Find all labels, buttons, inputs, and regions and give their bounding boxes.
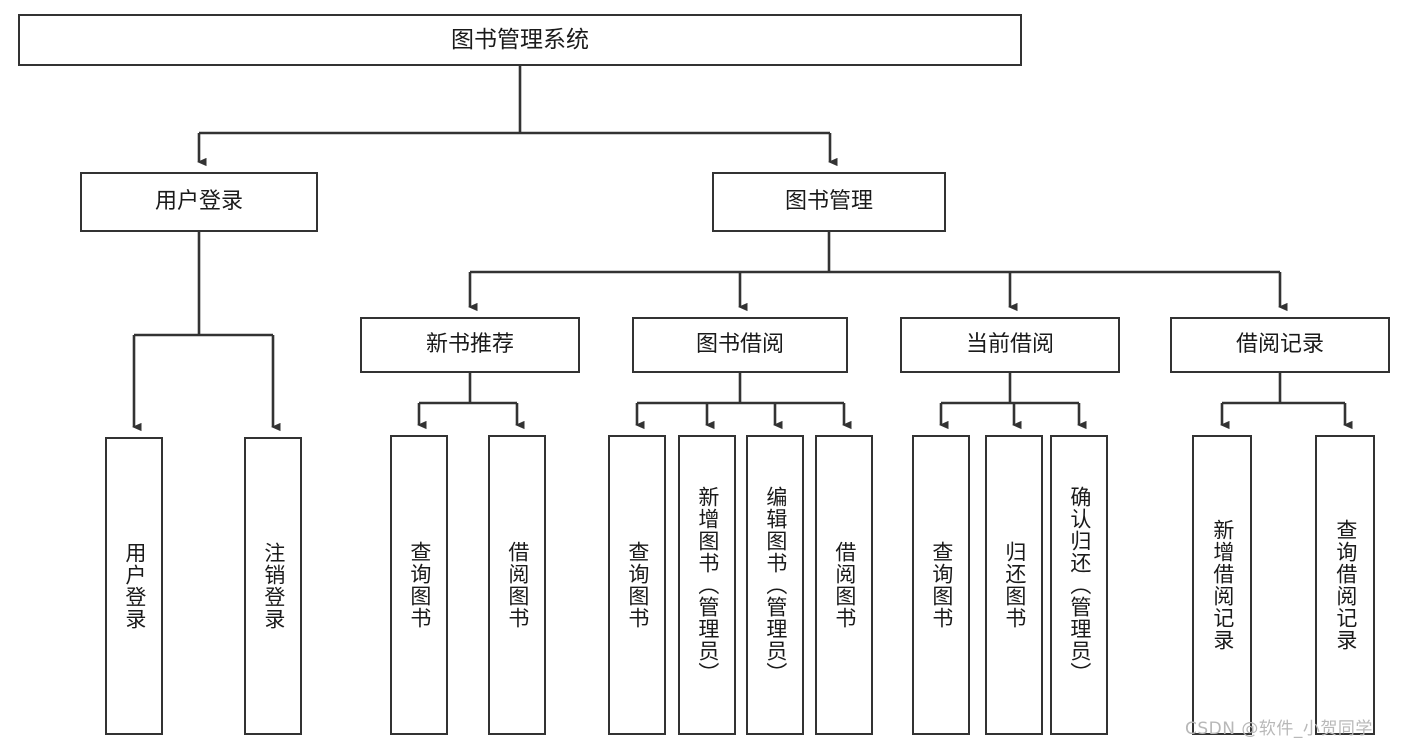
node-label: 图书管理 — [784, 188, 873, 214]
node-root-system[interactable]: 图书管理系统 — [18, 14, 1022, 66]
csdn-watermark: CSDN @软件_小贺同学 — [1185, 719, 1373, 739]
leaf-edit-book-admin[interactable]: 编辑图书（管理员） — [746, 435, 804, 735]
leaf-borrow-book[interactable]: 借阅图书 — [815, 435, 873, 735]
node-label: 编辑图书（管理员） — [763, 486, 788, 684]
leaf-query-book-borrow[interactable]: 查询图书 — [608, 435, 666, 735]
leaf-add-borrow-record[interactable]: 新增借阅记录 — [1192, 435, 1252, 735]
node-book-borrow[interactable]: 图书借阅 — [632, 317, 848, 373]
leaf-confirm-return-admin[interactable]: 确认归还（管理员） — [1050, 435, 1108, 735]
node-label: 注销登录 — [261, 542, 286, 630]
node-user-login[interactable]: 用户登录 — [80, 172, 318, 232]
node-label: 新增图书（管理员） — [695, 486, 720, 684]
node-label: 查询借阅记录 — [1333, 519, 1358, 651]
node-label: 确认归还（管理员） — [1067, 486, 1092, 684]
node-borrow-record[interactable]: 借阅记录 — [1170, 317, 1390, 373]
node-label: 借阅图书 — [832, 541, 857, 629]
node-book-manage[interactable]: 图书管理 — [712, 172, 946, 232]
node-label: 用户登录 — [122, 542, 147, 630]
leaf-query-borrow-record[interactable]: 查询借阅记录 — [1315, 435, 1375, 735]
leaf-return-book[interactable]: 归还图书 — [985, 435, 1043, 735]
node-label: 新增借阅记录 — [1210, 519, 1235, 651]
node-label: 图书借阅 — [695, 331, 784, 357]
node-label: 图书管理系统 — [451, 26, 589, 53]
leaf-add-book-admin[interactable]: 新增图书（管理员） — [678, 435, 736, 735]
leaf-logout[interactable]: 注销登录 — [244, 437, 302, 735]
node-new-book-rec[interactable]: 新书推荐 — [360, 317, 580, 373]
node-current-borrow[interactable]: 当前借阅 — [900, 317, 1120, 373]
node-label: 查询图书 — [929, 541, 954, 629]
leaf-borrow-book-new-rec[interactable]: 借阅图书 — [488, 435, 546, 735]
node-label: 借阅记录 — [1235, 331, 1324, 357]
node-label: 借阅图书 — [505, 541, 530, 629]
node-label: 归还图书 — [1002, 541, 1027, 629]
node-label: 当前借阅 — [965, 331, 1054, 357]
node-label: 查询图书 — [407, 541, 432, 629]
leaf-user-login[interactable]: 用户登录 — [105, 437, 163, 735]
node-label: 新书推荐 — [425, 331, 514, 357]
node-label: 用户登录 — [154, 188, 243, 214]
leaf-query-book-current[interactable]: 查询图书 — [912, 435, 970, 735]
leaf-query-book-new-rec[interactable]: 查询图书 — [390, 435, 448, 735]
node-label: 查询图书 — [625, 541, 650, 629]
